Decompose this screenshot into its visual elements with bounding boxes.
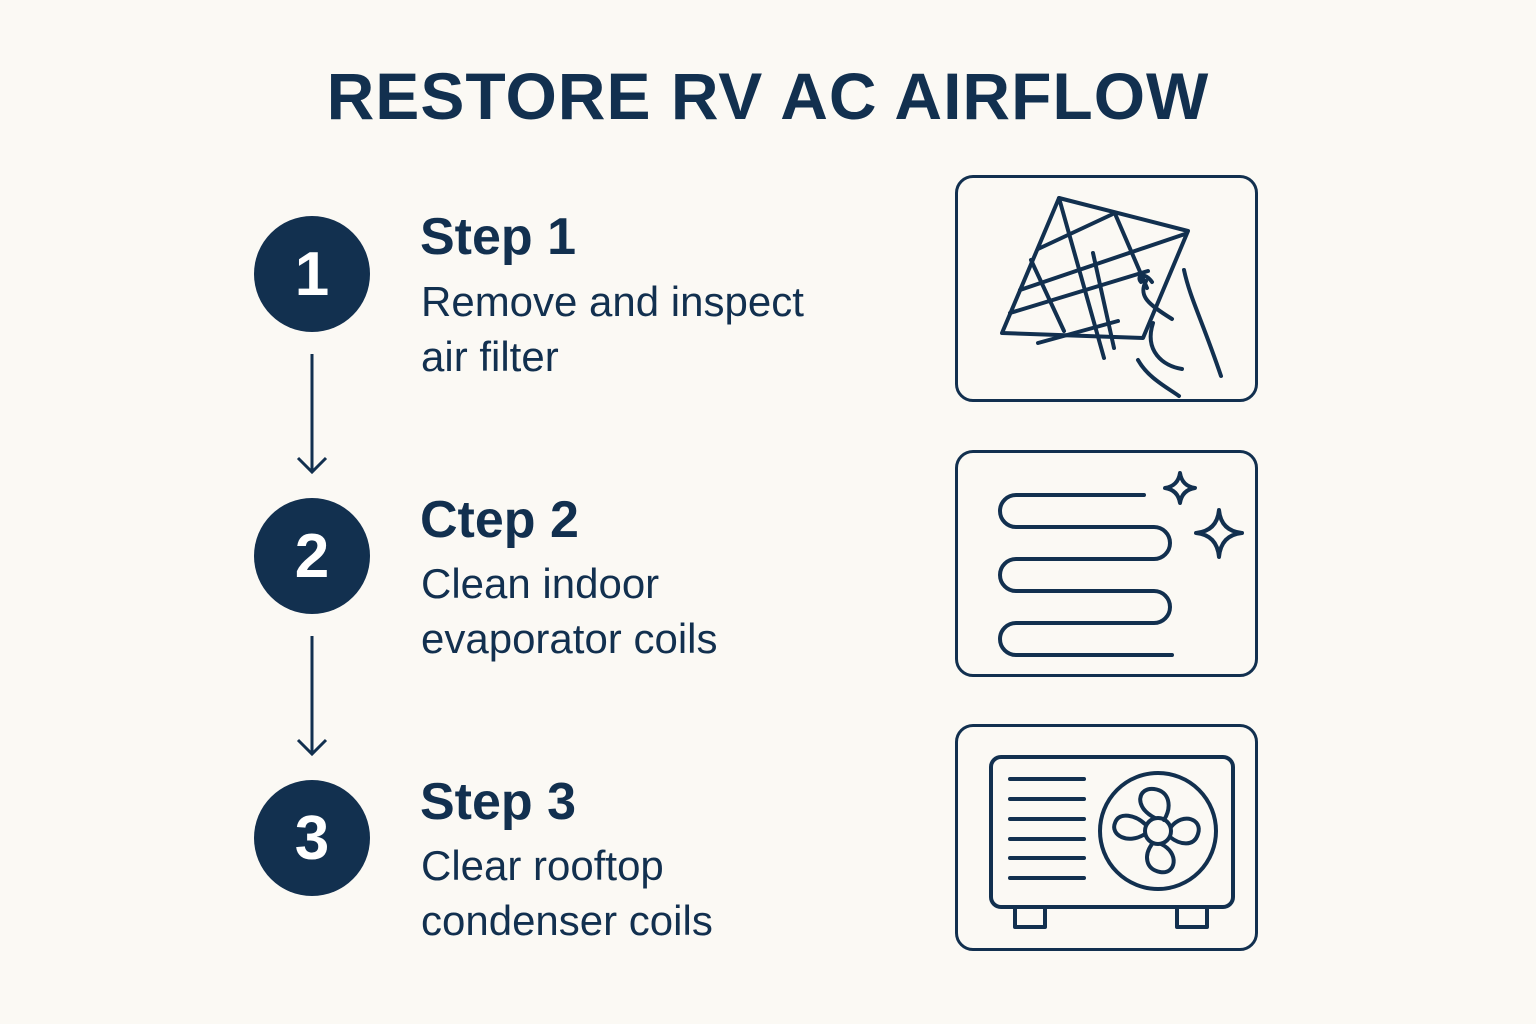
step-3-heading: Step 3 [420,773,577,831]
step-3-description-line-1: Clear rooftop [421,842,664,889]
step-3-description: Clear rooftop condenser coils [421,838,713,948]
step-3-number-badge: 3 [254,780,370,896]
condenser-unit-fan-icon [989,755,1235,929]
down-arrow-icon [296,636,328,757]
page-title: RESTORE RV AC AIRFLOW [326,59,1210,133]
step-1-heading: Step 1 [420,208,577,266]
step-2-description: Clean indoor evaporator coils [421,556,717,666]
air-filter-in-hand-icon [1000,196,1223,398]
step-1-description: Remove and inspect air filter [421,274,804,384]
step-1-number-badge: 1 [254,216,370,332]
clean-coil-sparkle-icon [998,471,1244,657]
step-3-illustration-card [955,724,1258,951]
step-1-illustration-card [955,175,1258,402]
step-2-illustration-card [955,450,1258,677]
step-2-description-line-1: Clean indoor [421,560,660,607]
down-arrow-icon [296,354,328,475]
step-3-description-line-2: condenser coils [421,897,713,944]
step-2-number-badge: 2 [254,498,370,614]
step-1-description-line-2: air filter [421,333,559,380]
step-1-description-line-1: Remove and inspect [421,278,804,325]
step-2-heading: Ctep 2 [420,491,579,549]
step-2-description-line-2: evaporator coils [421,615,718,662]
